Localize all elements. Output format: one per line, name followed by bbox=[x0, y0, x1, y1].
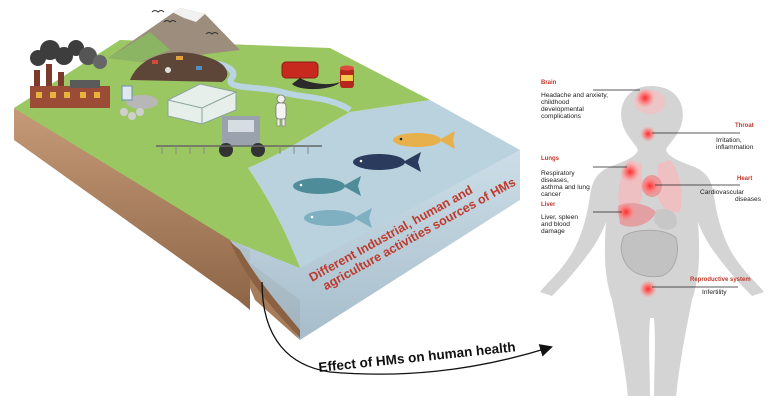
liver-desc-line-3: damage bbox=[541, 228, 565, 235]
heart-hotspot bbox=[640, 176, 660, 196]
lungs-desc-line-4: cancer bbox=[541, 191, 562, 198]
lungs-title: Lungs bbox=[541, 156, 560, 162]
organ-label-throat: Throat Irritation, inflammation bbox=[716, 123, 754, 151]
reproductive-title: Reproductive system bbox=[690, 277, 751, 283]
heart-title: Heart bbox=[737, 176, 752, 182]
liver-desc-line-2: and blood bbox=[541, 221, 570, 228]
throat-title: Throat bbox=[735, 123, 754, 129]
brain-title: Brain bbox=[541, 80, 557, 86]
brain-hotspot bbox=[635, 88, 655, 108]
landscape-block: Different Industrial, human and agricult… bbox=[14, 8, 520, 340]
throat-hotspot bbox=[640, 126, 656, 142]
liver-desc-line-1: Liver, spleen bbox=[541, 214, 578, 221]
human-body-icon bbox=[540, 86, 764, 396]
organ-label-reproductive: Reproductive system Infertility bbox=[690, 277, 751, 296]
organ-label-liver: Liver Liver, spleen and blood damage bbox=[541, 202, 578, 235]
liver-title: Liver bbox=[541, 202, 556, 208]
reproductive-desc-line-1: Infertility bbox=[702, 289, 727, 296]
brain-desc-line-4: complications bbox=[541, 113, 582, 120]
lungs-hotspot bbox=[620, 162, 640, 182]
throat-desc-line-1: Irritation, bbox=[716, 137, 742, 144]
organ-label-brain: Brain Headache and anxiety, childhood de… bbox=[541, 80, 608, 120]
heart-desc-line-2: diseases bbox=[735, 196, 762, 203]
reproductive-hotspot bbox=[639, 280, 657, 298]
brain-desc-line-1: Headache and anxiety, bbox=[541, 92, 608, 99]
lungs-desc-line-1: Respiratory bbox=[541, 170, 575, 177]
brain-desc-line-3: developmental bbox=[541, 106, 584, 113]
lungs-desc-line-3: asthma and lung bbox=[541, 184, 590, 191]
throat-desc-line-2: inflammation bbox=[716, 144, 754, 151]
smoke-icon bbox=[30, 40, 107, 69]
effect-caption: Effect of HMs on human health bbox=[318, 339, 516, 375]
lungs-desc-line-2: diseases, bbox=[541, 177, 569, 184]
heart-desc-line-1: Cardiovascular bbox=[700, 189, 745, 196]
brain-desc-line-2: childhood bbox=[541, 99, 570, 106]
organ-label-lungs: Lungs Respiratory diseases, asthma and l… bbox=[541, 156, 590, 198]
